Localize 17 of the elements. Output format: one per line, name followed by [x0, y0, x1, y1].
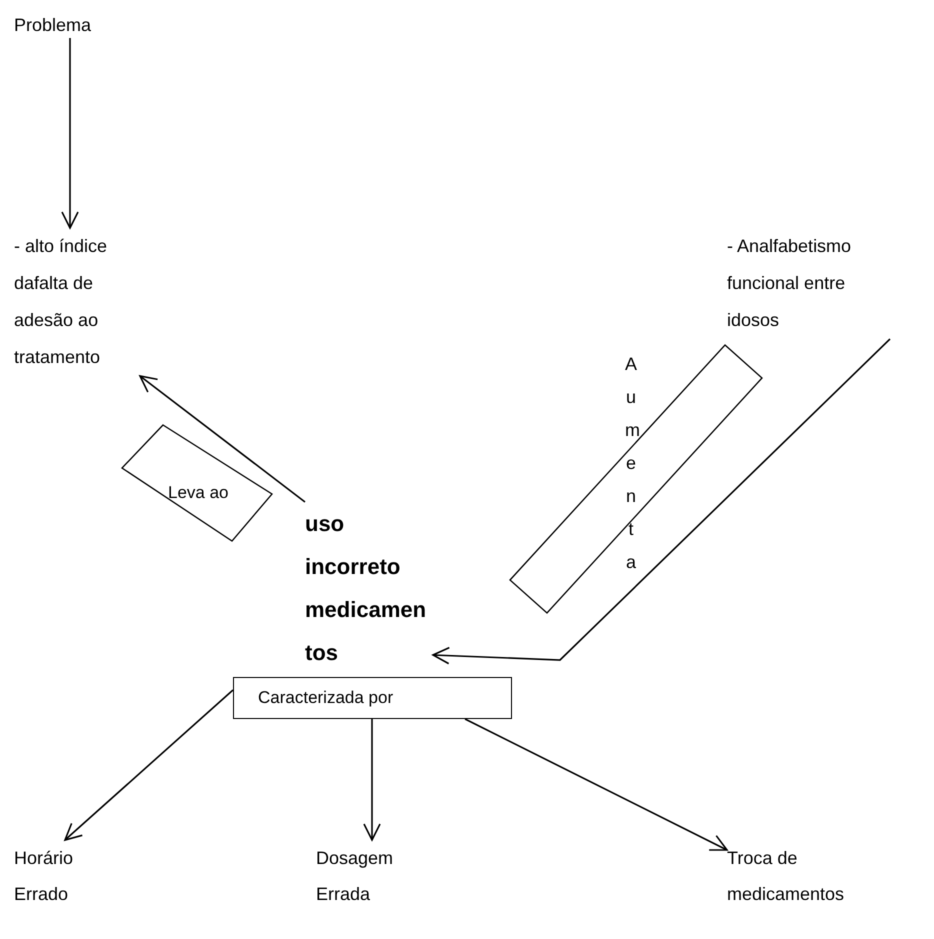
node-label: Leva ao	[168, 482, 230, 504]
central-concept-label: uso incorreto medicamentos	[305, 510, 428, 667]
node-label: - alto índice dafalta de adesão ao tratamento	[14, 235, 108, 369]
node-label: Caracterizada por	[258, 687, 394, 709]
node-label: - Analfabetismo funcional entre idosos	[727, 235, 852, 332]
arrow	[139, 375, 306, 503]
node-label: Problema	[14, 14, 92, 37]
node-label: Dosagem Errada	[316, 847, 394, 906]
label-box	[233, 677, 512, 719]
arrow	[363, 719, 381, 841]
arrow	[464, 718, 728, 851]
arrow	[64, 689, 234, 841]
arrow	[432, 338, 891, 664]
node-label: Horário Errado	[14, 847, 74, 906]
arrow	[61, 38, 79, 229]
vertical-label: Aumenta	[625, 353, 637, 574]
node-label: Troca de medicamentos	[727, 847, 846, 906]
